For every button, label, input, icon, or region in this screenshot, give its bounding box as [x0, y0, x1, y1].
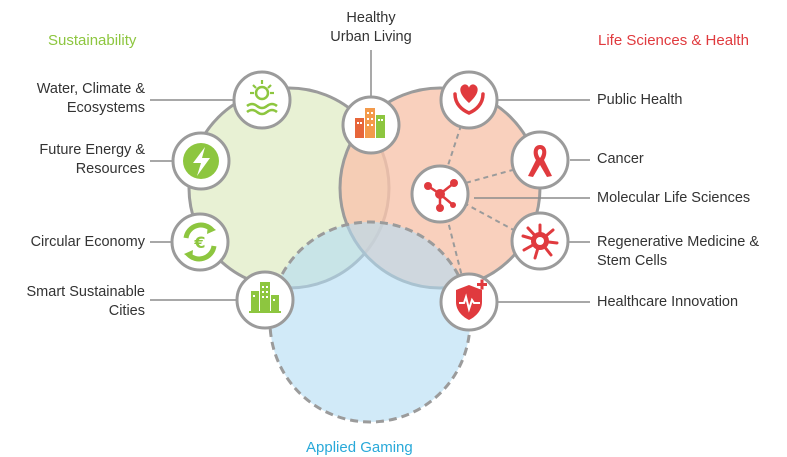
svg-text:€: € — [193, 233, 205, 252]
category-sustainability: Sustainability — [48, 32, 137, 49]
molecule-icon — [410, 164, 470, 224]
topic-molecular-life-sciences: Molecular Life Sciences — [597, 189, 750, 208]
healthy-urban-line2: Urban Living — [330, 29, 412, 45]
topic-regenerative-medicine: Regenerative Medicine & Stem Cells — [597, 233, 759, 271]
healthy-urban-line1: Healthy — [346, 10, 396, 26]
city-buildings-icon — [235, 270, 295, 330]
topic-future-energy: Future Energy & Resources — [0, 141, 145, 179]
topic-line: Stem Cells — [597, 253, 668, 269]
applied-gaming-circle — [268, 220, 472, 424]
topic-line: Cancer — [597, 151, 644, 167]
topic-line: Ecosystems — [66, 100, 145, 116]
topic-public-health: Public Health — [597, 91, 682, 110]
topic-water-climate: Water, Climate & Ecosystems — [0, 80, 145, 118]
ribbon-icon — [510, 130, 570, 190]
water-climate-icon — [232, 70, 292, 130]
euro-recycle-icon: € — [170, 212, 230, 272]
stem-cell-icon — [510, 211, 570, 271]
category-healthy-urban: Healthy Urban Living — [311, 9, 431, 47]
topic-line: Water, Climate & — [36, 81, 145, 97]
category-applied-gaming: Applied Gaming — [306, 439, 413, 456]
topic-line: Cities — [108, 303, 145, 319]
topic-line: Healthcare Innovation — [597, 294, 739, 310]
energy-bolt-icon — [171, 131, 231, 191]
heart-hands-icon — [439, 70, 499, 130]
topic-smart-cities: Smart Sustainable Cities — [0, 283, 145, 321]
topic-line: Smart Sustainable — [26, 284, 145, 300]
urban-buildings-icon — [341, 95, 401, 155]
connector-lines — [150, 50, 590, 303]
topic-line: Future Energy & — [39, 142, 145, 158]
topic-cancer: Cancer — [597, 150, 644, 169]
topic-line: Regenerative Medicine & — [597, 234, 760, 250]
category-life-sciences: Life Sciences & Health — [598, 32, 749, 49]
topic-healthcare-innovation: Healthcare Innovation — [597, 293, 738, 312]
topic-circular-economy: Circular Economy — [0, 233, 145, 252]
topic-line: Molecular Life Sciences — [597, 190, 751, 206]
topic-line: Circular Economy — [30, 234, 145, 250]
topic-line: Public Health — [597, 92, 683, 108]
shield-cross-icon — [439, 272, 499, 332]
topic-line: Resources — [75, 161, 145, 177]
